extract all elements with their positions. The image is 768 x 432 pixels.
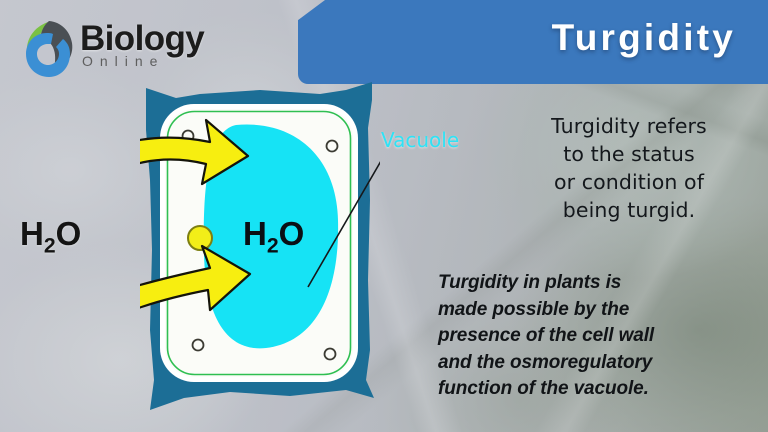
page-title: Turgidity — [551, 17, 736, 58]
brand-logo[interactable]: Biology Online — [18, 17, 258, 85]
explanation-note: Turgidity in plants is made possible by … — [438, 270, 758, 403]
water-influx-arrow-bottom-icon — [140, 244, 252, 312]
definition-line: Turgidity refers — [551, 114, 707, 138]
organelle — [191, 338, 205, 352]
vacuole-water-label: H2O — [243, 215, 305, 258]
vacuole-leader-line — [307, 161, 380, 288]
brand-name: Biology — [80, 19, 205, 58]
cell-membrane — [166, 110, 352, 376]
water-influx-arrow-top-icon — [140, 118, 250, 186]
brand-logo-text: Biology Online — [80, 19, 260, 70]
vacuole-label: Vacuole — [381, 128, 460, 152]
definition-note: Turgidity refers to the status or condit… — [498, 112, 760, 224]
vacuole — [203, 124, 339, 349]
explanation-line: presence of the cell wall — [438, 325, 655, 346]
definition-line: or condition of — [553, 170, 705, 194]
title-banner — [298, 0, 768, 84]
explanation-line: function of the vacuole. — [438, 378, 649, 399]
plant-cell-turgidity-diagram — [140, 82, 380, 410]
explanation-line: made possible by the — [438, 298, 630, 320]
nucleus — [187, 225, 213, 251]
explanation-line: and the osmoregulatory — [438, 351, 653, 373]
biology-online-b-leaf-logo-icon — [26, 21, 73, 77]
explanation-line: Turgidity in plants is — [438, 272, 622, 293]
brand-subtitle: Online — [82, 53, 165, 69]
organelle — [325, 139, 339, 153]
organelle — [323, 347, 337, 361]
definition-line: to the status — [563, 142, 695, 166]
definition-line: being turgid. — [562, 198, 696, 222]
external-water-label: H2O — [20, 215, 82, 258]
